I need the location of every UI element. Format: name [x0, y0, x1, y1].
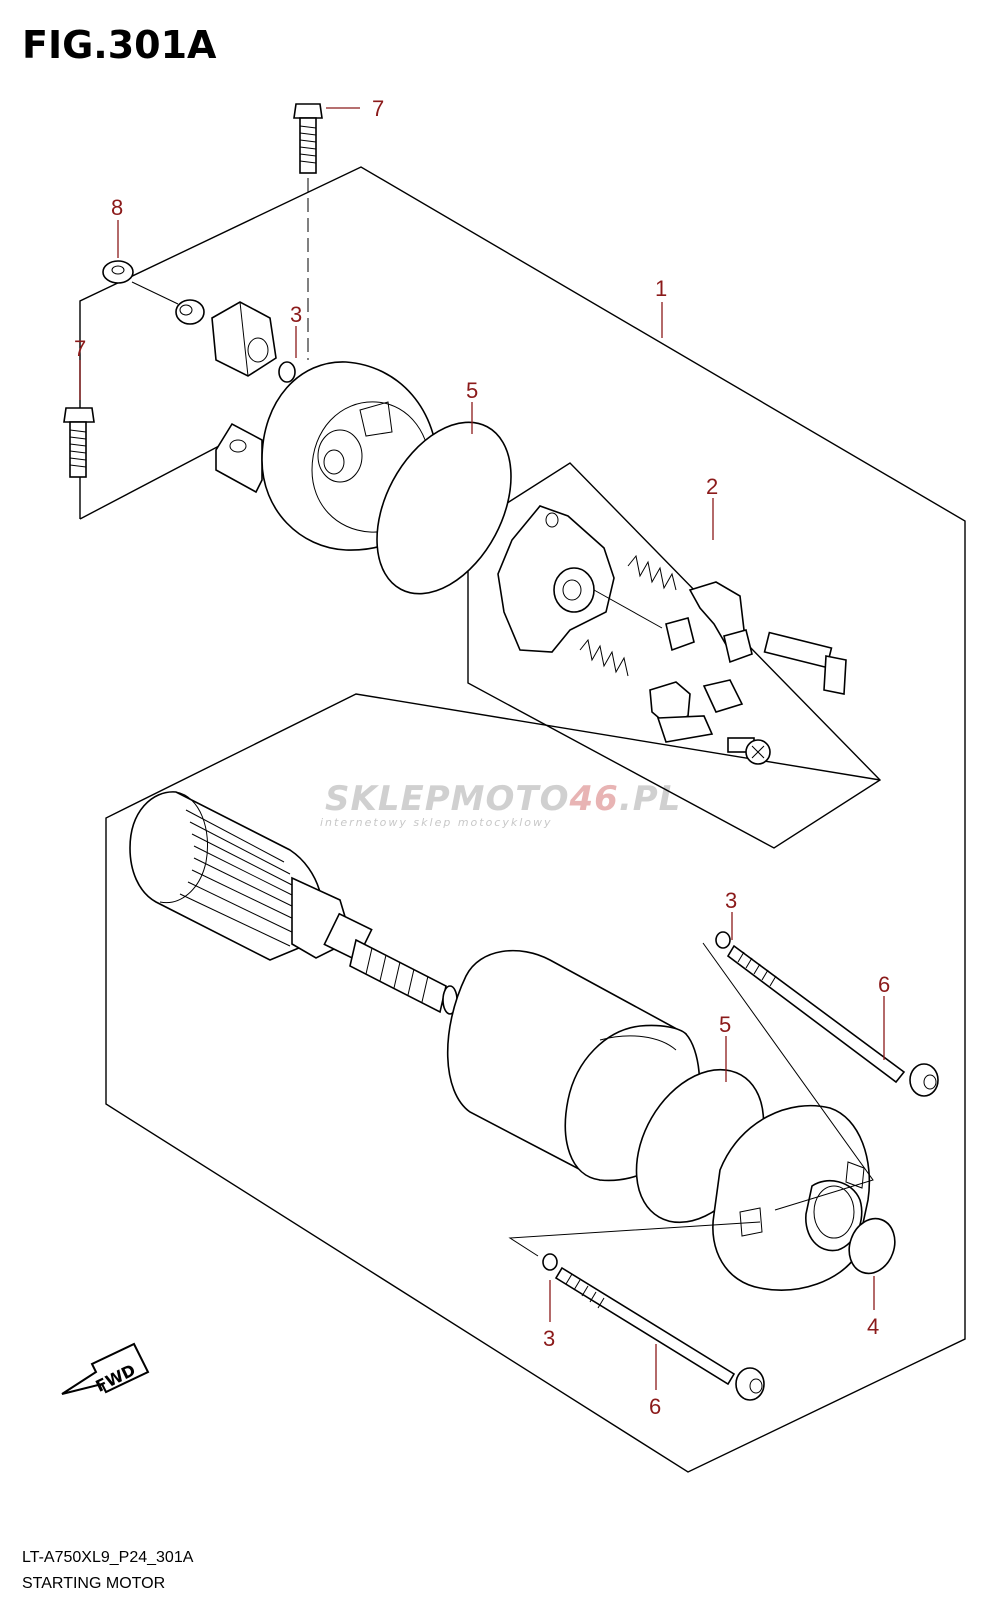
callout-6-bottom: 6 — [649, 1394, 661, 1419]
callout-7-left: 7 — [74, 336, 86, 361]
callout-8: 8 — [111, 195, 123, 220]
screw-small — [727, 737, 771, 765]
watermark-part-c: 46 — [569, 779, 619, 819]
bolt-top — [293, 103, 323, 360]
leader-lines — [79, 107, 885, 1390]
screw-long — [763, 631, 847, 695]
callout-7-top: 7 — [372, 96, 384, 121]
o-ring-top — [278, 361, 296, 383]
watermark-part-a: SKLEP — [325, 779, 451, 819]
callout-2: 2 — [706, 474, 718, 499]
callout-5-bottom: 5 — [719, 1012, 731, 1037]
armature — [129, 791, 458, 1015]
brush-set-lower — [649, 679, 744, 743]
spring-lower — [579, 638, 629, 677]
long-bolt-lower — [542, 1253, 765, 1401]
callout-3-bottom: 3 — [543, 1326, 555, 1351]
long-bolt-upper — [715, 931, 939, 1097]
o-ring-upper — [376, 421, 512, 595]
callout-3-mid: 3 — [725, 888, 737, 913]
callout-4: 4 — [867, 1314, 879, 1339]
o-ring-front — [848, 1217, 896, 1275]
figure-name: STARTING MOTOR — [22, 1575, 165, 1592]
brush-set-upper — [665, 581, 753, 664]
spring-upper — [627, 554, 677, 591]
front-end-cover — [712, 1104, 871, 1291]
callout-1: 1 — [655, 276, 667, 301]
bolt-path-lower — [508, 1221, 761, 1257]
sleeve — [175, 299, 205, 325]
brush-holder-box — [467, 462, 882, 849]
bolt-left — [63, 407, 95, 478]
nut — [102, 260, 179, 305]
brush-holder-plate — [497, 505, 663, 653]
svg-text:SKLEPMOTO46.PL: SKLEPMOTO46.PL — [325, 779, 681, 819]
bolt-path-upper — [702, 942, 874, 1211]
figure-code: LT-A750XL9_P24_301A — [22, 1549, 194, 1566]
figure-title: FIG.301A — [22, 23, 217, 67]
fwd-arrow: FWD — [61, 1342, 150, 1396]
callout-5-top: 5 — [466, 378, 478, 403]
callout-3-top: 3 — [290, 302, 302, 327]
watermark-subtitle: internetowy sklep motocyklowy — [320, 816, 553, 829]
terminal-cap — [211, 301, 277, 377]
callout-6-top: 6 — [878, 972, 890, 997]
assembly-outline-box — [79, 166, 966, 1473]
watermark-part-b: MOTO — [451, 779, 570, 819]
watermark-part-d: .PL — [619, 779, 682, 819]
watermark: SKLEPMOTO46.PL internetowy sklep motocyk… — [320, 779, 681, 829]
